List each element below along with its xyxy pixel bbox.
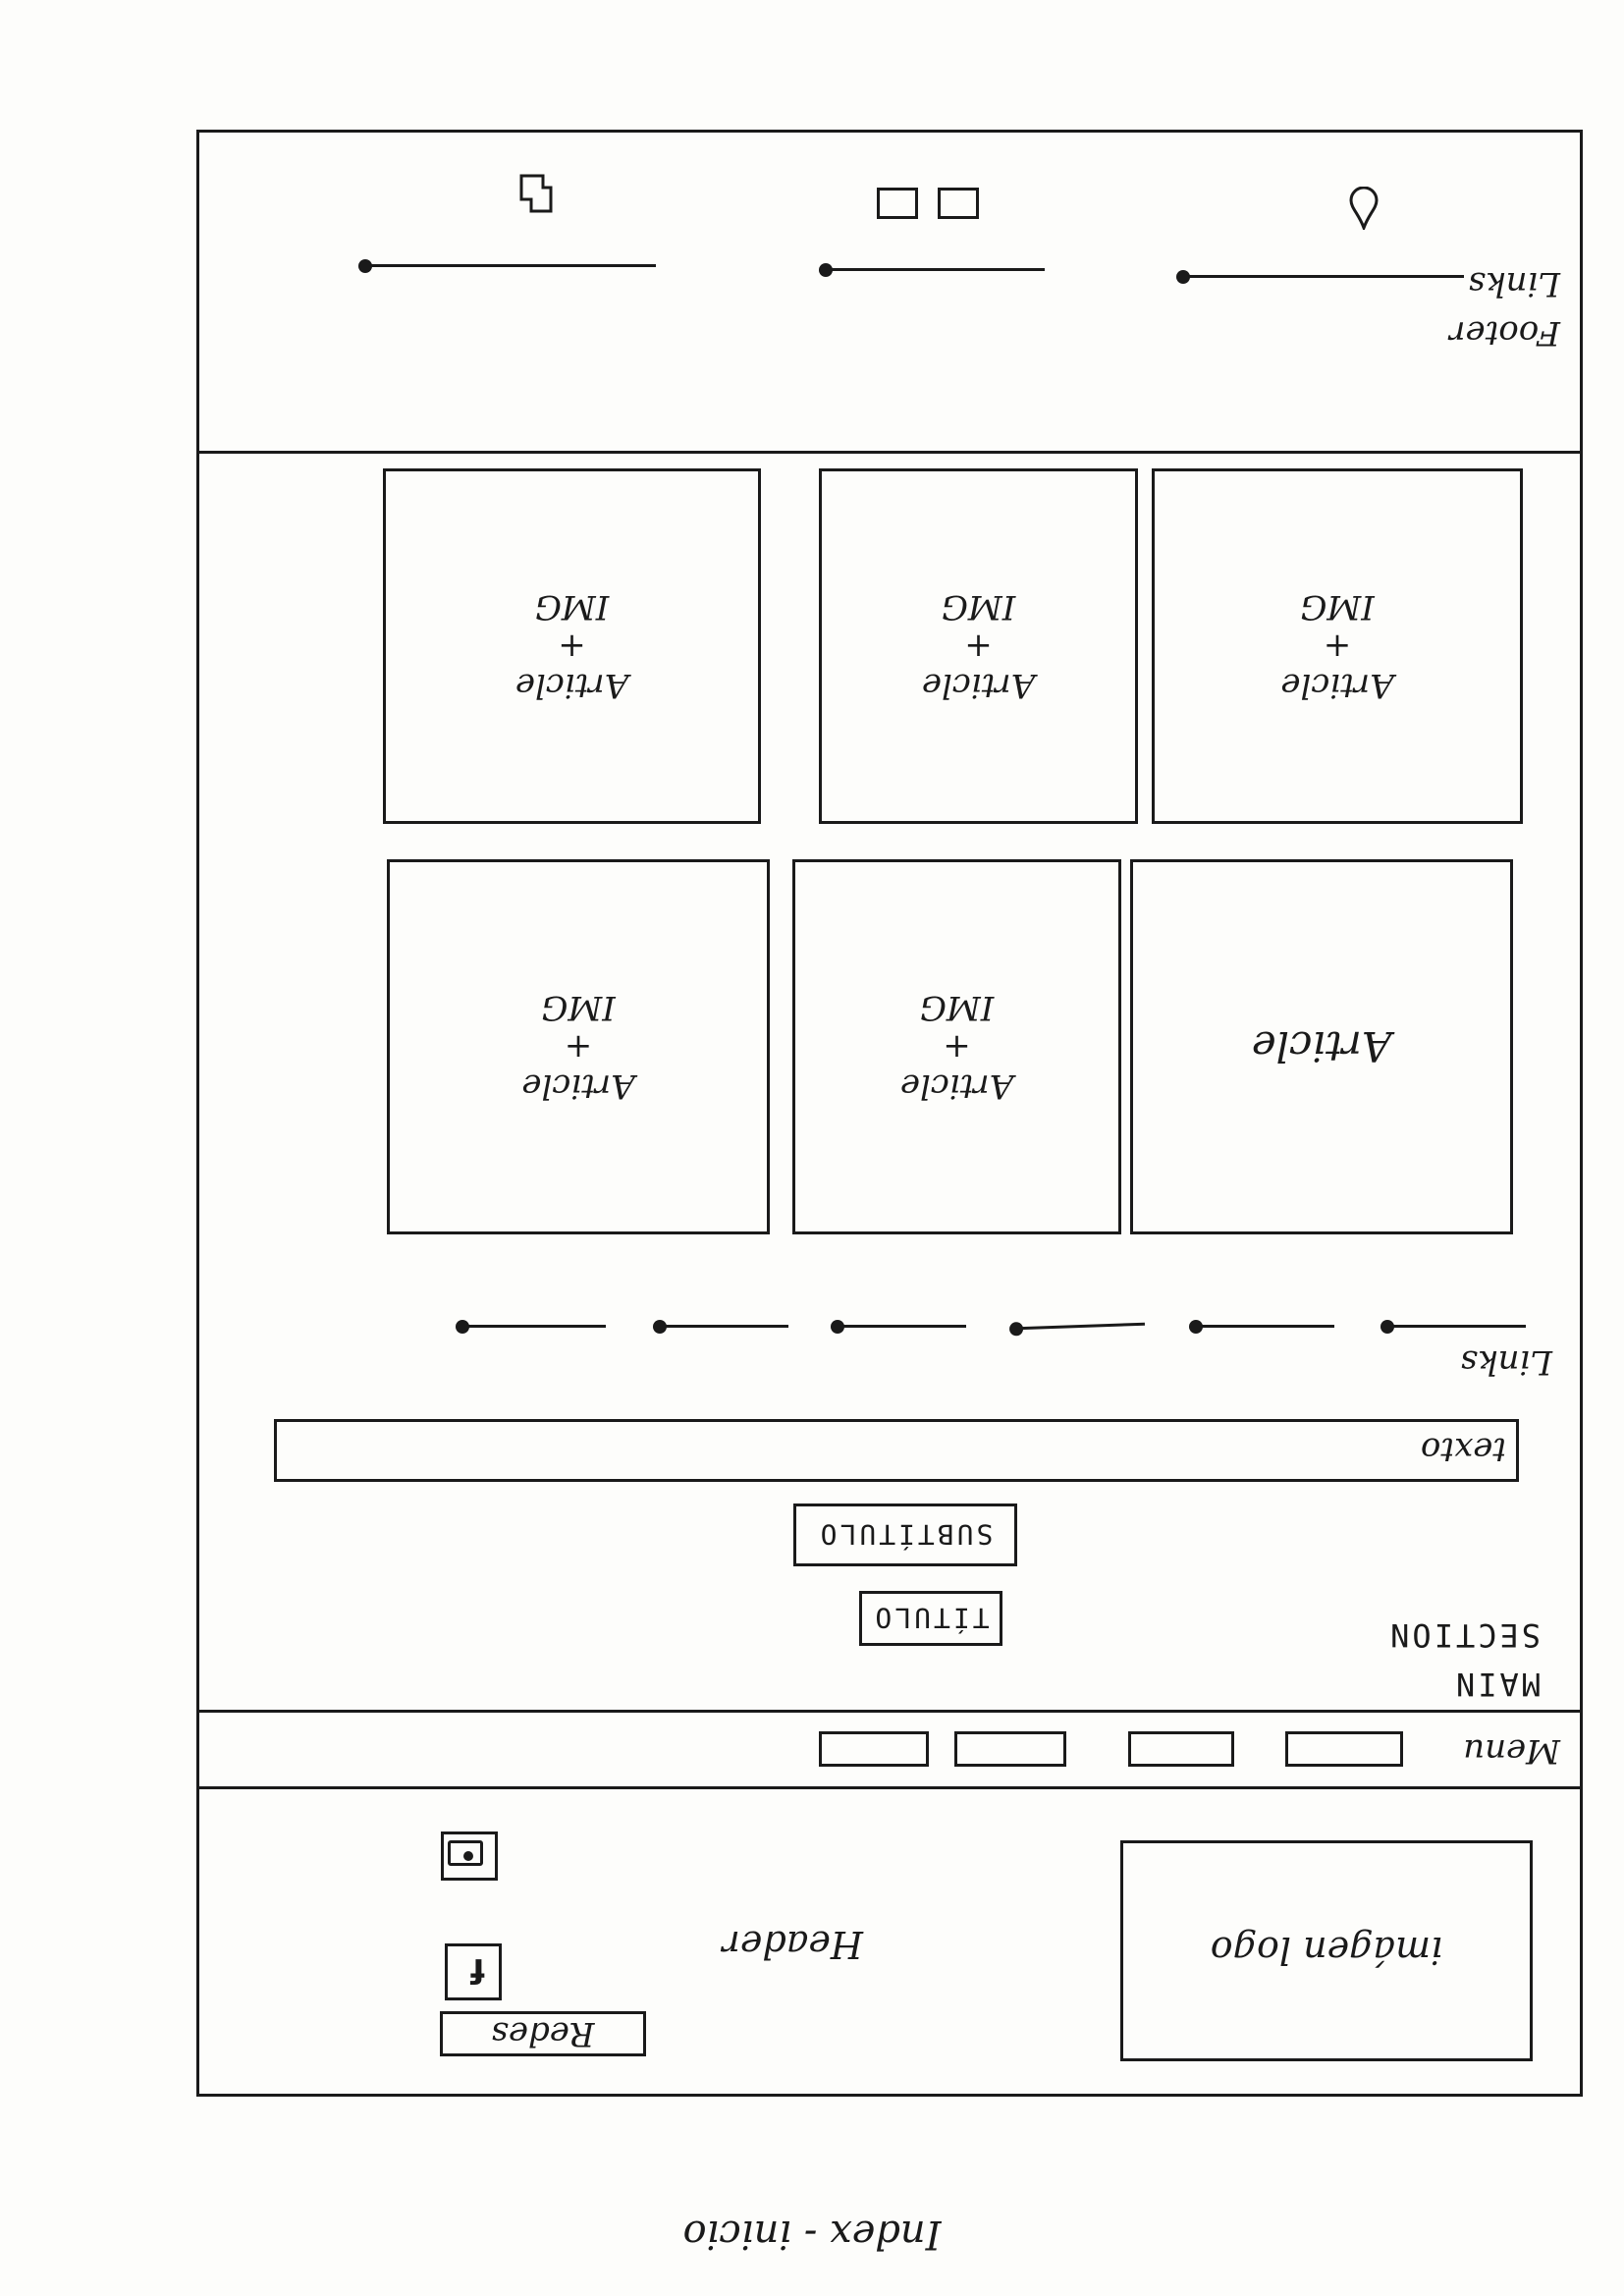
social-label: Redes — [440, 2011, 646, 2056]
footer-link-2[interactable] — [827, 268, 1045, 271]
camera-icon[interactable] — [441, 1831, 498, 1881]
link-3[interactable] — [1016, 1322, 1146, 1331]
page-frame: Redes imágen logo Header f Menu MAIN SEC… — [196, 127, 1583, 2097]
main-label: MAIN — [1452, 1666, 1541, 1703]
article-card[interactable]: Article + IMG — [383, 468, 761, 824]
footer-link-1[interactable] — [1184, 275, 1464, 278]
header: Redes imágen logo Header f — [199, 1786, 1580, 2094]
footer-sublabel: Links — [1468, 264, 1560, 303]
facebook-icon[interactable]: f — [445, 1943, 502, 2000]
link-6[interactable] — [463, 1325, 606, 1328]
page-label: Index - inicio — [682, 2212, 942, 2257]
layout-icon — [861, 180, 979, 219]
link-2[interactable] — [1197, 1325, 1334, 1328]
logo-placeholder[interactable]: imágen logo — [1120, 1840, 1533, 2061]
section-subtitle: SUBTÍTULO — [793, 1503, 1017, 1566]
article-card[interactable]: Article + IMG — [387, 859, 770, 1234]
drop-icon — [1349, 186, 1379, 233]
nav-item-4[interactable] — [819, 1731, 929, 1767]
links-label: Links — [1460, 1342, 1552, 1382]
phone-icon — [515, 172, 555, 219]
link-5[interactable] — [661, 1325, 788, 1328]
section-title: TÍTULO — [859, 1591, 1002, 1646]
article-card[interactable]: Article + IMG — [1152, 468, 1523, 824]
footer: Footer Links — [199, 127, 1580, 454]
nav-bar: Menu — [199, 1710, 1580, 1786]
nav-item-2[interactable] — [1128, 1731, 1234, 1767]
nav-label: Menu — [1463, 1731, 1560, 1771]
footer-label: Footer — [1449, 313, 1560, 353]
article-card[interactable]: Article + IMG — [792, 859, 1121, 1234]
header-title: Header — [722, 1923, 863, 1966]
nav-item-3[interactable] — [954, 1731, 1066, 1767]
nav-item-1[interactable] — [1285, 1731, 1403, 1767]
article-card[interactable]: Article — [1130, 859, 1513, 1234]
section-label: SECTION — [1387, 1616, 1541, 1654]
link-1[interactable] — [1388, 1325, 1526, 1328]
link-4[interactable] — [839, 1325, 966, 1328]
article-card[interactable]: Article + IMG — [819, 468, 1138, 824]
text-block: texto — [274, 1419, 1519, 1482]
footer-link-3[interactable] — [366, 264, 656, 267]
